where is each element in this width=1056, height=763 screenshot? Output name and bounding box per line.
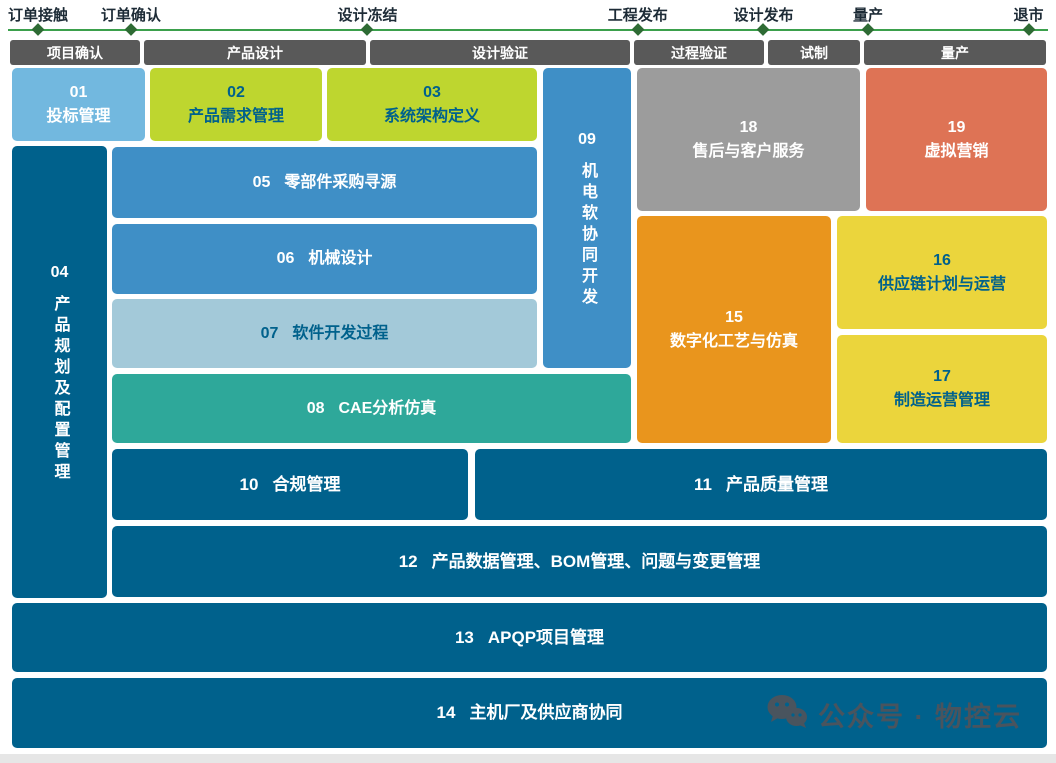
watermark-text: 公众号 · 物控云 bbox=[818, 702, 1022, 732]
phase-product-design: 产品设计 bbox=[144, 40, 366, 65]
block-18-aftersales-service: 18 售后与客户服务 bbox=[637, 68, 860, 211]
block-title: APQP项目管理 bbox=[487, 627, 605, 647]
watermark: 公众号 · 物控云 bbox=[766, 694, 1022, 735]
block-title: 合规管理 bbox=[272, 474, 341, 494]
block-title: 虚拟营销 bbox=[924, 142, 989, 160]
block-04-product-planning-config: 04 产品规划及配置管理 bbox=[12, 146, 107, 598]
block-title: 投标管理 bbox=[46, 107, 111, 125]
milestone-delisting: 退市 bbox=[1013, 7, 1044, 24]
block-number: 17 bbox=[933, 368, 951, 385]
block-09-mechatronics-codev: 09 机电软协同开发 bbox=[543, 68, 631, 368]
timeline-diamond-icon bbox=[861, 23, 875, 36]
timeline-diamond-icon bbox=[757, 23, 770, 36]
block-number: 07 bbox=[260, 324, 279, 342]
block-number: 06 bbox=[276, 250, 295, 267]
milestone-order-confirm: 订单确认 bbox=[100, 7, 161, 24]
block-02-product-requirements: 02 产品需求管理 bbox=[150, 68, 322, 141]
block-14-oem-supplier-collab: 14 主机厂及供应商协同 bbox=[12, 678, 1047, 748]
block-title: 主机厂及供应商协同 bbox=[469, 703, 623, 723]
wechat-icon bbox=[766, 694, 808, 735]
phase-design-verify: 设计验证 bbox=[370, 40, 630, 65]
block-13-apqp-project: 13 APQP项目管理 bbox=[12, 603, 1047, 672]
timeline-diamond-icon bbox=[631, 23, 645, 36]
block-number: 15 bbox=[725, 308, 743, 326]
phase-trial-production: 试制 bbox=[768, 40, 860, 65]
block-15-digital-process-sim: 15 数字化工艺与仿真 bbox=[637, 216, 831, 443]
block-number: 03 bbox=[423, 83, 441, 101]
block-17-manufacturing-ops: 17 制造运营管理 bbox=[837, 335, 1047, 443]
block-number: 11 bbox=[694, 474, 712, 494]
block-08-cae-simulation: 08 CAE分析仿真 bbox=[112, 374, 631, 443]
block-number: 18 bbox=[739, 118, 758, 136]
block-number: 19 bbox=[947, 118, 966, 136]
block-10-compliance: 10 合规管理 bbox=[112, 449, 468, 520]
block-title: 机电软协同开发 bbox=[579, 161, 596, 309]
block-16-supply-chain-ops: 16 供应链计划与运营 bbox=[837, 216, 1047, 329]
phase-process-verify: 过程验证 bbox=[634, 40, 764, 65]
block-number: 08 bbox=[306, 399, 325, 417]
block-06-mechanical-design: 06 机械设计 bbox=[112, 224, 537, 294]
block-number: 10 bbox=[239, 474, 259, 494]
block-number: 02 bbox=[227, 83, 245, 101]
block-11-product-quality: 11 产品质量管理 bbox=[475, 449, 1047, 520]
block-title: 数字化工艺与仿真 bbox=[669, 332, 798, 350]
block-03-system-architecture: 03 系统架构定义 bbox=[327, 68, 537, 141]
block-number: 05 bbox=[252, 173, 271, 191]
block-number: 01 bbox=[69, 83, 88, 101]
timeline-diamond-icon bbox=[361, 23, 374, 36]
bottom-strip bbox=[0, 754, 1056, 763]
timeline-diamond-icon bbox=[124, 23, 138, 36]
block-title: 制造运营管理 bbox=[893, 392, 990, 409]
block-01-bidding-management: 01 投标管理 bbox=[12, 68, 145, 141]
block-title: 系统架构定义 bbox=[383, 107, 480, 125]
timeline-line bbox=[8, 29, 1048, 31]
block-title: 零部件采购寻源 bbox=[284, 173, 397, 191]
phase-mass-production: 量产 bbox=[864, 40, 1046, 65]
milestone-design-freeze: 设计冻结 bbox=[337, 7, 398, 24]
block-number: 09 bbox=[578, 130, 596, 148]
block-19-virtual-marketing: 19 虚拟营销 bbox=[866, 68, 1047, 211]
block-title: 产品质量管理 bbox=[725, 474, 828, 494]
block-number: 04 bbox=[50, 263, 69, 281]
block-title: 供应链计划与运营 bbox=[877, 275, 1006, 293]
block-05-parts-sourcing: 05 零部件采购寻源 bbox=[112, 147, 537, 218]
block-title: 软件开发过程 bbox=[292, 324, 389, 342]
milestone-eng-release: 工程发布 bbox=[607, 7, 668, 24]
block-title: 售后与客户服务 bbox=[692, 142, 805, 160]
milestone-mass-production: 量产 bbox=[853, 7, 884, 24]
block-title: 产品数据管理、BOM管理、问题与变更管理 bbox=[431, 551, 761, 571]
block-title: 机械设计 bbox=[308, 250, 373, 267]
block-number: 16 bbox=[933, 251, 951, 269]
timeline-diamond-icon bbox=[1022, 23, 1035, 36]
phase-project-confirm: 项目确认 bbox=[10, 40, 140, 65]
block-title: CAE分析仿真 bbox=[338, 399, 437, 417]
milestone-order-contact: 订单接触 bbox=[8, 7, 69, 24]
block-12-data-bom-change: 12 产品数据管理、BOM管理、问题与变更管理 bbox=[112, 526, 1047, 597]
block-number: 13 bbox=[454, 627, 474, 647]
milestone-design-release: 设计发布 bbox=[733, 7, 794, 24]
block-title: 产品需求管理 bbox=[187, 107, 284, 125]
block-number: 14 bbox=[436, 703, 456, 723]
block-number: 12 bbox=[398, 551, 418, 571]
block-title: 产品规划及配置管理 bbox=[51, 294, 69, 484]
timeline-diamond-icon bbox=[31, 23, 45, 36]
block-07-software-development: 07 软件开发过程 bbox=[112, 299, 537, 368]
